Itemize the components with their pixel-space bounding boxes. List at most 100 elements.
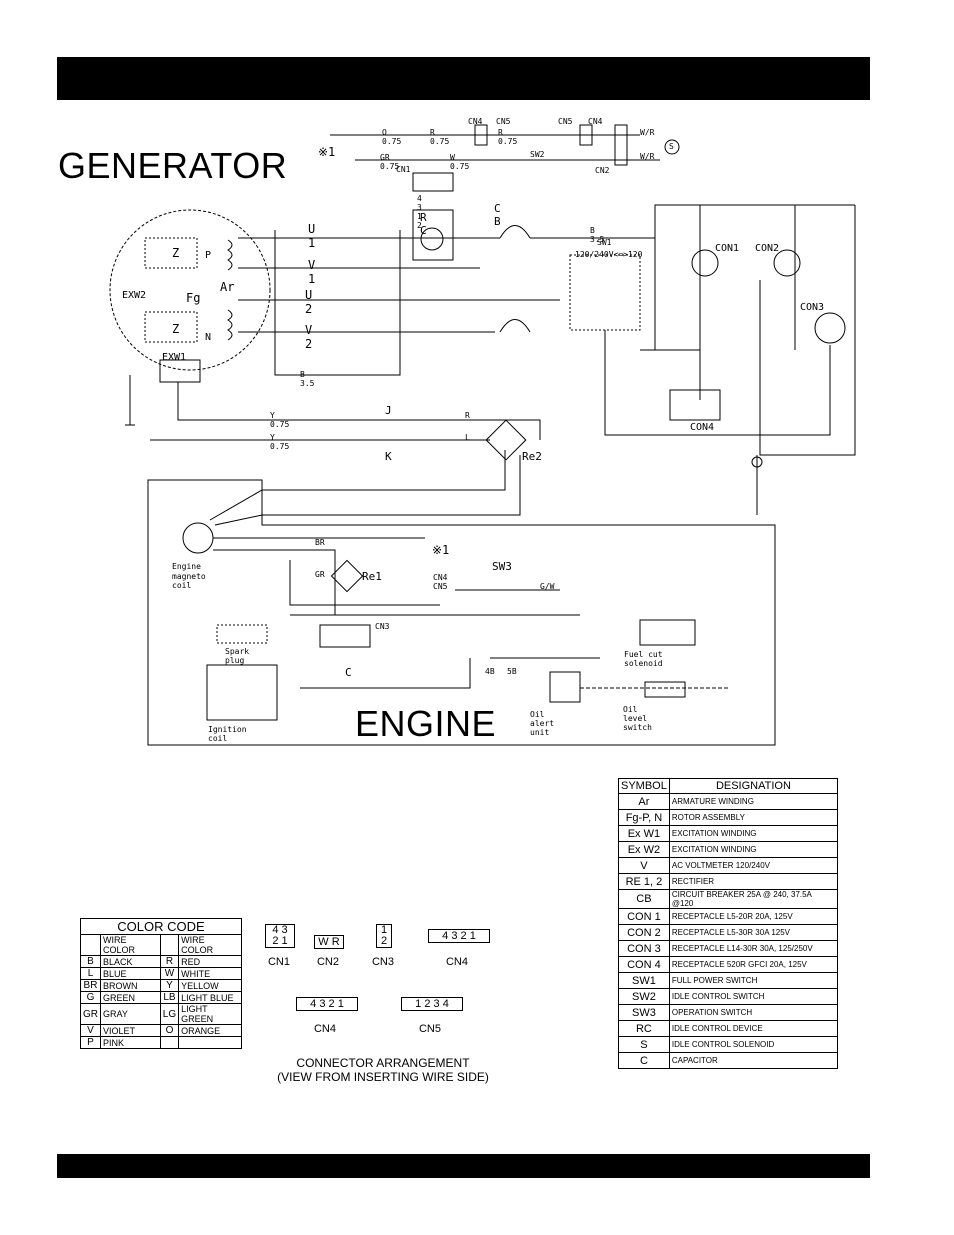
engine-wires	[213, 537, 580, 616]
cn2-label: CN2	[595, 166, 610, 175]
legend-symbol: V	[618, 857, 670, 874]
oil-alert-unit	[549, 671, 581, 703]
legend-symbol: C	[618, 1052, 670, 1069]
color-abbrev	[159, 1036, 180, 1049]
b5-label: 5B	[507, 667, 517, 676]
sw1v-label: 120/240V<=>120	[575, 250, 643, 259]
cn5-label: CN5	[496, 117, 511, 126]
color-name: PINK	[100, 1036, 161, 1049]
con-wiring	[604, 205, 856, 515]
re1-diamond	[330, 559, 364, 593]
color-abbrev: B	[80, 955, 101, 968]
legend-designation: IDLE CONTROL SOLENOID	[668, 1036, 839, 1053]
con3-label: CON3	[800, 302, 825, 313]
cn4b-connector: 4 3 2 1	[296, 997, 358, 1011]
legend-symbol: Fg-P, N	[618, 809, 670, 826]
u1-label: U 1	[308, 222, 316, 250]
color-name: YELLOW	[178, 979, 242, 992]
wr2-label: W/R	[640, 152, 655, 161]
color-name: BROWN	[100, 979, 161, 992]
ar-label: Ar	[220, 280, 235, 294]
cn3-connector: 1 2	[376, 924, 392, 948]
re1-label: Re1	[362, 570, 382, 583]
wire-color-header-1: WIRE COLOR	[100, 934, 161, 956]
footer-bar	[57, 1154, 870, 1178]
con4-block	[669, 389, 721, 421]
cn45-label: CN4 CN5	[433, 573, 448, 591]
magneto-coil	[182, 522, 214, 554]
legend-designation: RECEPTACLE L14-30R 30A, 125/250V	[668, 940, 839, 957]
cn4a-connector: 4 3 2 1	[428, 929, 490, 943]
solenoid-label: S	[669, 142, 674, 151]
color-name: VIOLET	[100, 1024, 161, 1037]
legend-symbol: CON 4	[618, 956, 670, 973]
color-name: GRAY	[100, 1003, 161, 1025]
sw3-wires	[300, 589, 600, 689]
cb-bottom	[499, 319, 531, 333]
v1-label: V 1	[308, 258, 316, 286]
cn5-caption: CN5	[418, 1023, 441, 1035]
spark-label: Spark plug	[225, 647, 250, 665]
color-name: BLUE	[100, 967, 161, 980]
legend-designation: ARMATURE WINDING	[668, 793, 839, 810]
connector-caption-1: CONNECTOR ARRANGEMENT	[296, 1056, 470, 1070]
color-name: BLACK	[100, 955, 161, 968]
legend-symbol: CON 2	[618, 924, 670, 941]
engine-magneto-label: Engine	[172, 562, 201, 571]
cn2-caption: CN2	[316, 956, 339, 968]
color-abbrev: L	[80, 967, 101, 980]
legend-designation: IDLE CONTROL DEVICE	[668, 1020, 839, 1037]
legend-designation: FULL POWER SWITCH	[668, 972, 839, 989]
engine-frame	[147, 479, 776, 746]
wire-w-top	[209, 450, 506, 521]
color-abbrev: LB	[159, 991, 180, 1004]
legend-symbol: S	[618, 1036, 670, 1053]
legend-symbol: Ex W2	[618, 841, 670, 858]
cn3-block	[319, 624, 371, 648]
exw1-label: EXW1	[162, 352, 187, 363]
cn1-pins-label: 4 3 1 2	[417, 194, 422, 230]
color-abbrev: V	[80, 1024, 101, 1037]
legend-symbol: Ex W1	[618, 825, 670, 842]
wire-g-top	[214, 455, 521, 526]
v2-label: V 2	[305, 323, 313, 351]
ignition-coil	[206, 664, 278, 721]
ref1-label: ※1	[318, 145, 336, 159]
cb-top	[499, 225, 531, 239]
legend-designation: CAPACITOR	[668, 1052, 839, 1069]
gr075-label: GR 0.75	[380, 153, 400, 171]
k-label: K	[385, 450, 392, 463]
fuel-cut-solenoid	[639, 619, 696, 646]
legend-symbol: RC	[618, 1020, 670, 1037]
ignition-label: Ignition coil	[208, 725, 247, 743]
generator-title: GENERATOR	[58, 145, 288, 186]
legend-designation: OPERATION SWITCH	[668, 1004, 839, 1021]
p-label: P	[205, 250, 212, 261]
cn1-connector: 4 3 2 1	[265, 924, 295, 948]
ref1b-label: ※1	[432, 543, 450, 557]
fg-label: Fg	[186, 291, 201, 305]
engine-title: ENGINE	[355, 703, 497, 744]
color-abbrev: G	[80, 991, 101, 1004]
legend-symbol: SW3	[618, 1004, 670, 1021]
connector-caption-2: (VIEW FROM INSERTING WIRE SIDE)	[277, 1070, 489, 1084]
rc-w-circle	[420, 227, 444, 251]
j-label: J	[385, 404, 392, 417]
sw1-label: SW1	[597, 238, 612, 247]
legend-symbol: CB	[618, 889, 670, 909]
legend-symbol: SW1	[618, 972, 670, 989]
z2-label: Z	[172, 322, 180, 336]
oil-alert-label: Oil alert unit	[530, 710, 555, 737]
